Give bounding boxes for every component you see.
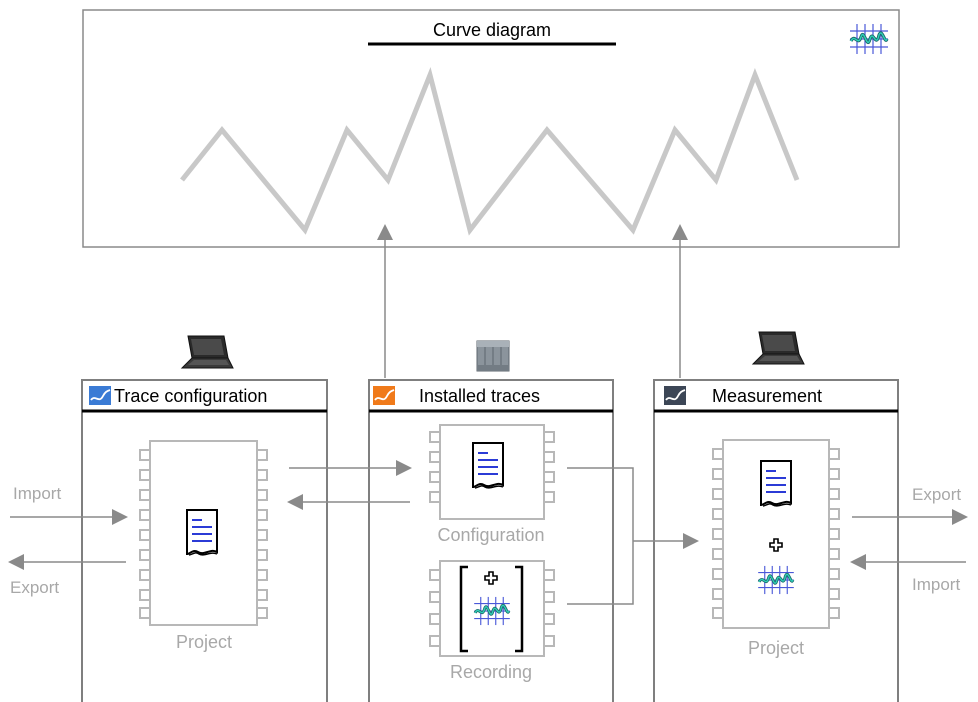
- project-label-trace-configuration: Project: [176, 632, 232, 652]
- connector-installed-bracket: [567, 467, 634, 605]
- measurement-title: Measurement: [712, 386, 822, 406]
- document-icon: [186, 509, 218, 556]
- bracket-left: [459, 565, 468, 653]
- measurement-icon: [664, 386, 686, 405]
- curve-diagram-frame: [82, 9, 900, 248]
- installed-traces-icon: [373, 386, 395, 405]
- project-chip-trace-configuration: [139, 440, 268, 626]
- waveform-icon: [757, 565, 795, 595]
- recording-label: Recording: [450, 662, 532, 682]
- waveform-icon: [849, 23, 889, 55]
- curve-diagram-title: Curve diagram: [433, 20, 551, 40]
- export-label-right: Export: [912, 485, 961, 504]
- waveform-icon: [473, 596, 511, 626]
- document-icon: [472, 442, 504, 489]
- import-label-left: Import: [13, 484, 61, 503]
- trace-configuration-icon: [89, 386, 111, 405]
- recording-chip: [429, 560, 555, 657]
- configuration-label: Configuration: [437, 525, 544, 545]
- configuration-chip: [429, 424, 555, 520]
- import-label-right: Import: [912, 575, 960, 594]
- installed-traces-title: Installed traces: [419, 386, 540, 406]
- project-label-measurement: Project: [748, 638, 804, 658]
- project-chip-measurement: [712, 439, 840, 629]
- export-label-left: Export: [10, 578, 59, 597]
- curve-line: [180, 66, 800, 236]
- bracket-right: [515, 565, 524, 653]
- trace-configuration-title: Trace configuration: [114, 386, 267, 406]
- laptop-icon: [181, 335, 234, 369]
- plc-icon: [476, 340, 510, 372]
- document-icon: [760, 460, 792, 507]
- laptop-icon: [752, 331, 805, 365]
